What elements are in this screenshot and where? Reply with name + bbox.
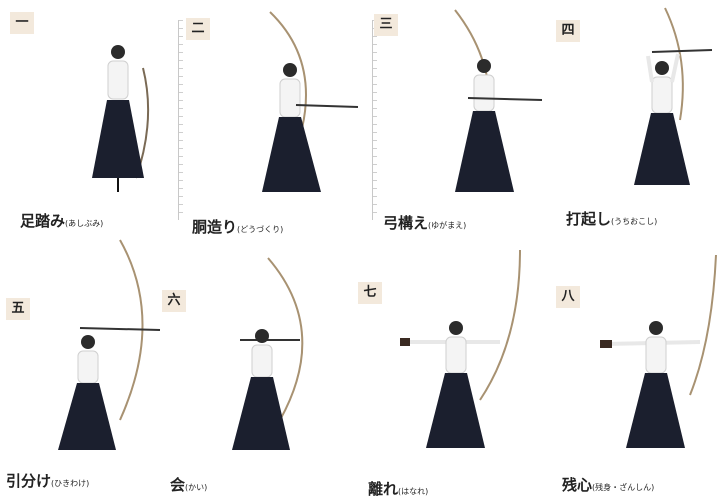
stage-number-badge: 二 [186,18,210,40]
stage-title: 離れ [368,480,399,498]
stage-title: 打起し [566,210,612,228]
stage-number-badge: 五 [6,298,30,320]
figure-hanare [400,249,521,448]
stage-reading: (かい) [185,483,208,492]
stage-number-badge: 八 [556,286,580,308]
stage-title: 残心 [562,476,593,494]
figure-ashibumi [92,45,150,192]
stage-title: 会 [170,476,186,494]
stage-caption: 引分け(ひきわけ) [6,470,89,491]
stage-title: 弓構え [383,214,429,232]
stage-reading: (ゆがまえ) [428,221,467,230]
figure-yugamae [454,9,543,192]
stage-number-badge: 一 [10,12,34,34]
figure-uchiokoshi [634,7,713,185]
stage-caption: 打起し(うちおこし) [566,208,657,229]
stage-reading: (どうづくり) [237,225,284,234]
stage-reading: (うちおこし) [611,217,658,226]
figure-dozukuri [262,11,359,192]
stage-caption: 弓構え(ゆがまえ) [383,212,466,233]
stage-reading: (残身・ざんしん) [592,483,655,492]
stage-reading: (はなれ) [398,487,429,496]
stage-number-badge: 三 [374,14,398,36]
vertical-ruler [178,20,183,220]
figure-hikiwake [58,239,161,450]
stage-title: 引分け [6,472,52,490]
figure-zanshin [600,254,717,448]
stage-number-badge: 四 [556,20,580,42]
stage-caption: 足踏み(あしぶみ) [20,210,103,231]
figure-kai [232,257,304,450]
stage-reading: (あしぶみ) [65,219,104,228]
stage-caption: 会(かい) [170,474,207,495]
stage-caption: 胴造り(どうづくり) [192,216,283,237]
stage-number-badge: 六 [162,290,186,312]
vertical-ruler [372,20,377,220]
stage-reading: (ひきわけ) [51,479,90,488]
stage-caption: 離れ(はなれ) [368,478,428,499]
stage-title: 胴造り [192,218,238,236]
stage-caption: 残心(残身・ざんしん) [562,474,654,495]
stage-number-badge: 七 [358,282,382,304]
stage-title: 足踏み [20,212,66,230]
